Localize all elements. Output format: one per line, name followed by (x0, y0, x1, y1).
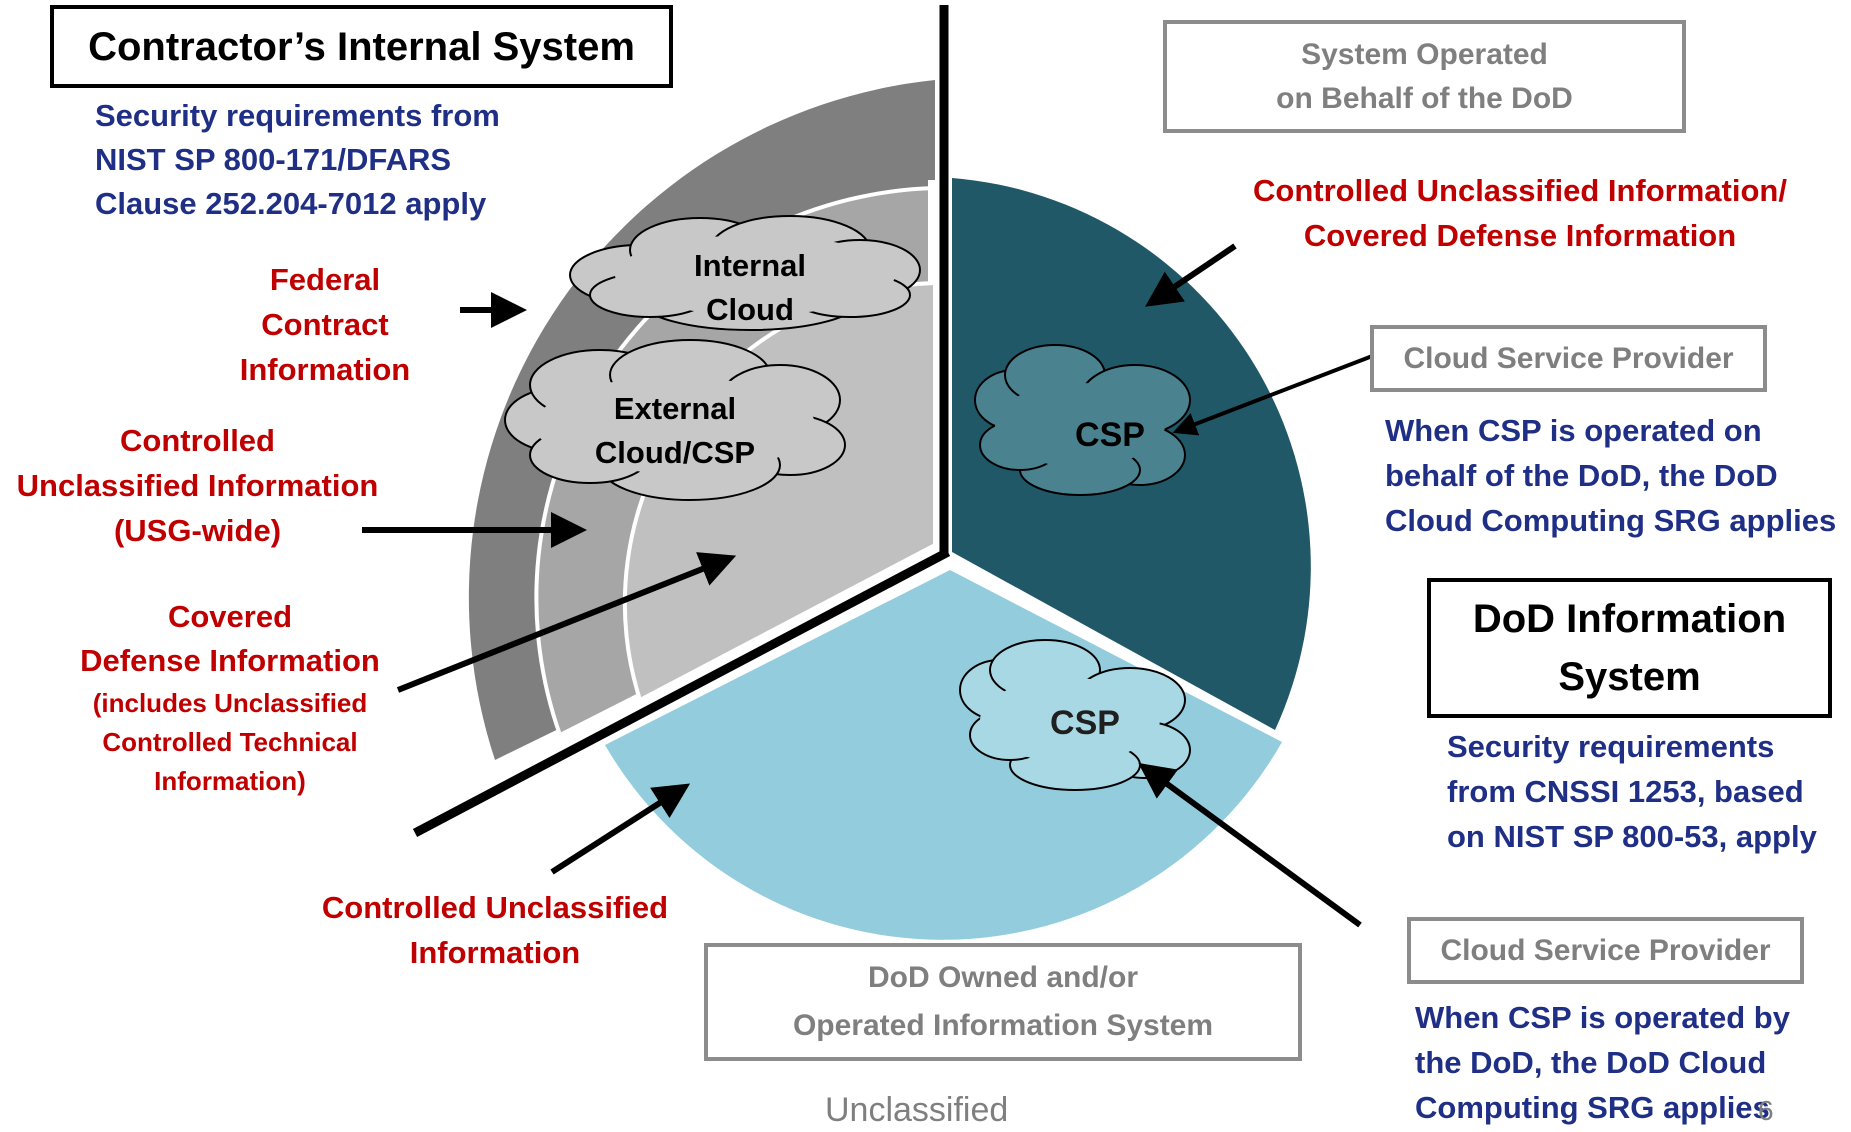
internal-cloud-shape (569, 215, 921, 331)
label-cui-cdi-top: Controlled Unclassified Information/ Cov… (1253, 173, 1787, 253)
system-behalf-box: System Operated on Behalf of the DoD (1163, 20, 1686, 133)
dod-owned-box: DoD Owned and/or Operated Information Sy… (704, 943, 1302, 1061)
cloud-label-csp-teal: CSP (1075, 416, 1145, 454)
cloud-label-internal: Internal Cloud (694, 248, 806, 327)
csp-bottom-label: Cloud Service Provider (1440, 933, 1771, 967)
arrow-csp-bottom (1138, 762, 1362, 928)
cloud-label-csp-light: CSP (1050, 704, 1120, 742)
csp-top-label: Cloud Service Provider (1403, 341, 1734, 375)
label-cui-bottom: Controlled Unclassified Information (321, 890, 669, 970)
external-cloud-shape (504, 339, 846, 501)
dod-info-system-line1: DoD Information (1472, 597, 1787, 641)
csp-bottom-box: Cloud Service Provider (1407, 917, 1804, 984)
contractor-requirements: Security requirements from NIST SP 800-1… (95, 98, 500, 221)
dod-owned-line1: DoD Owned and/or (868, 961, 1138, 994)
dod-owned-line2: Operated Information System (792, 1009, 1214, 1042)
contractor-title: Contractor’s Internal System (88, 24, 635, 69)
arrow-cui-cdi-top (1145, 243, 1237, 307)
page-number: 6 (1758, 1095, 1774, 1126)
csp-top-box: Cloud Service Provider (1370, 325, 1767, 392)
contractor-title-box: Contractor’s Internal System (50, 5, 673, 88)
note-csp-by-dod: When CSP is operated by the DoD, the DoD… (1415, 1000, 1790, 1125)
system-behalf-line1: System Operated (1301, 37, 1548, 71)
dod-info-system-box: DoD Information System (1427, 578, 1832, 718)
arrow-csp-top (1172, 353, 1376, 436)
label-cui-usg: Controlled Unclassified Information (USG… (16, 423, 379, 548)
label-covered-defense-note: (includes Unclassified Controlled Techni… (92, 688, 368, 796)
arrow-cui-bottom (550, 783, 691, 875)
classification-marking: Unclassified (825, 1091, 1009, 1129)
cloud-label-external: External Cloud/CSP (594, 391, 756, 470)
csp-teal-cloud-shape (974, 344, 1191, 496)
dod-info-system-line2: System (1558, 655, 1701, 699)
divider-diagonal (412, 548, 951, 837)
note-cnssi: Security requirements from CNSSI 1253, b… (1447, 729, 1817, 854)
label-federal-contract: Federal Contract Information (239, 262, 411, 387)
arrow-covered-defense (396, 552, 737, 693)
ring-notch (928, 180, 940, 285)
note-csp-behalf: When CSP is operated on behalf of the Do… (1385, 413, 1837, 538)
label-covered-defense: Covered Defense Information (80, 599, 380, 678)
sector-dod-owned (605, 570, 1282, 940)
system-behalf-line2: on Behalf of the DoD (1276, 81, 1573, 115)
